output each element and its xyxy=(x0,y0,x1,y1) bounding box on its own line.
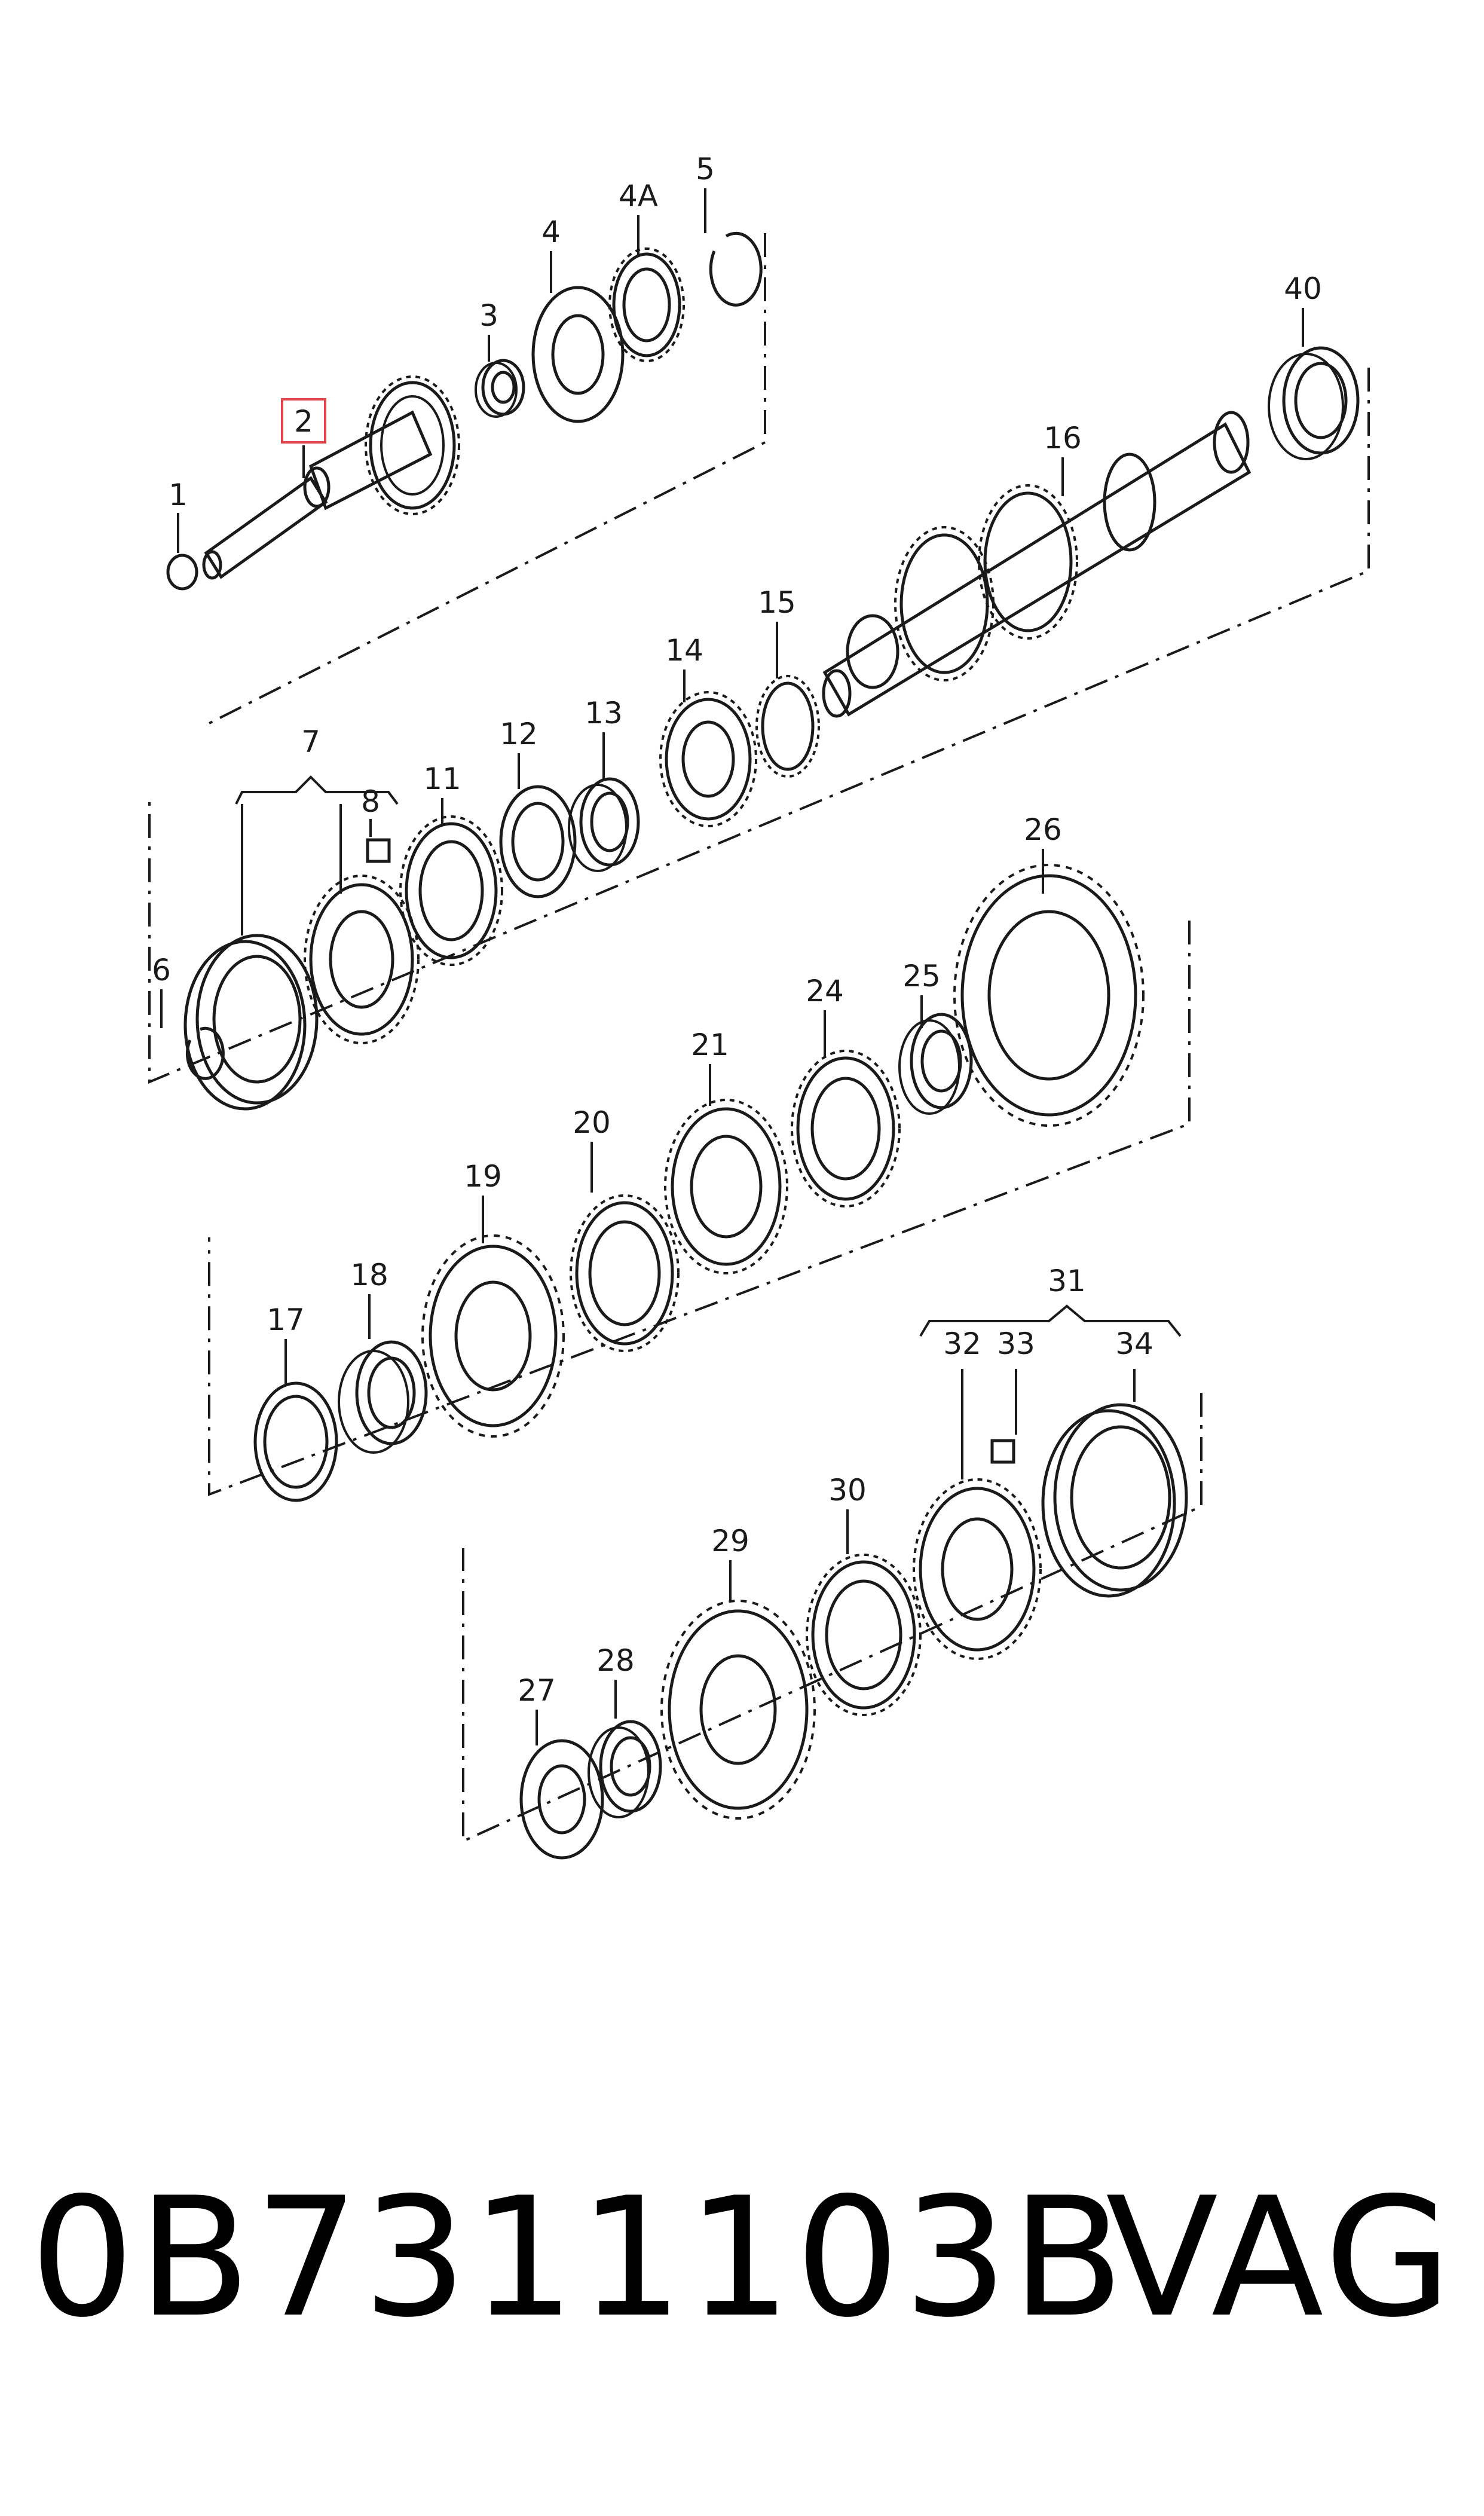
highlight-box xyxy=(281,398,326,444)
label-33: 33 xyxy=(997,1326,1035,1361)
label-1: 1 xyxy=(169,478,188,512)
label-16: 16 xyxy=(1044,421,1082,455)
label-28: 28 xyxy=(596,1643,635,1678)
label-15: 15 xyxy=(758,585,796,620)
label-25: 25 xyxy=(902,959,941,993)
label-30: 30 xyxy=(828,1473,867,1508)
label-11: 11 xyxy=(423,762,461,796)
label-29: 29 xyxy=(711,1524,749,1558)
gear-set-row-3 xyxy=(253,864,1145,1502)
label-32: 32 xyxy=(943,1326,981,1361)
label-6: 6 xyxy=(152,953,171,988)
label-20: 20 xyxy=(573,1105,611,1140)
callout-labels: 1 2 3 4 4A 5 6 7 8 11 12 13 14 15 16 17 … xyxy=(152,152,1322,1708)
label-40: 40 xyxy=(1284,271,1322,306)
output-shaft-assembly xyxy=(183,346,1360,1111)
brand-name: VAG xyxy=(1106,2162,1455,2353)
label-34: 34 xyxy=(1115,1326,1153,1361)
label-31: 31 xyxy=(1048,1264,1086,1298)
label-19: 19 xyxy=(464,1159,502,1194)
label-12: 12 xyxy=(500,717,538,751)
label-4: 4 xyxy=(541,215,561,249)
label-17: 17 xyxy=(267,1303,305,1337)
group-boundaries xyxy=(148,233,1370,1844)
label-27: 27 xyxy=(518,1673,556,1708)
part-number: 0B7311103B xyxy=(30,2162,1128,2353)
group-brackets xyxy=(235,775,1182,1337)
gear-set-row-4 xyxy=(519,1403,1188,1860)
label-14: 14 xyxy=(665,633,703,668)
label-7: 7 xyxy=(301,724,320,759)
input-shaft-assembly xyxy=(166,231,763,591)
label-2[interactable]: 2 xyxy=(294,404,313,439)
label-5: 5 xyxy=(696,152,715,187)
label-21: 21 xyxy=(691,1028,729,1062)
leader-lines xyxy=(160,188,1304,1745)
label-26: 26 xyxy=(1024,812,1062,847)
label-24: 24 xyxy=(806,974,844,1008)
label-3: 3 xyxy=(479,298,498,333)
label-8: 8 xyxy=(361,784,380,819)
label-18: 18 xyxy=(350,1258,388,1292)
label-4a: 4A xyxy=(619,179,658,213)
label-13: 13 xyxy=(585,696,623,730)
